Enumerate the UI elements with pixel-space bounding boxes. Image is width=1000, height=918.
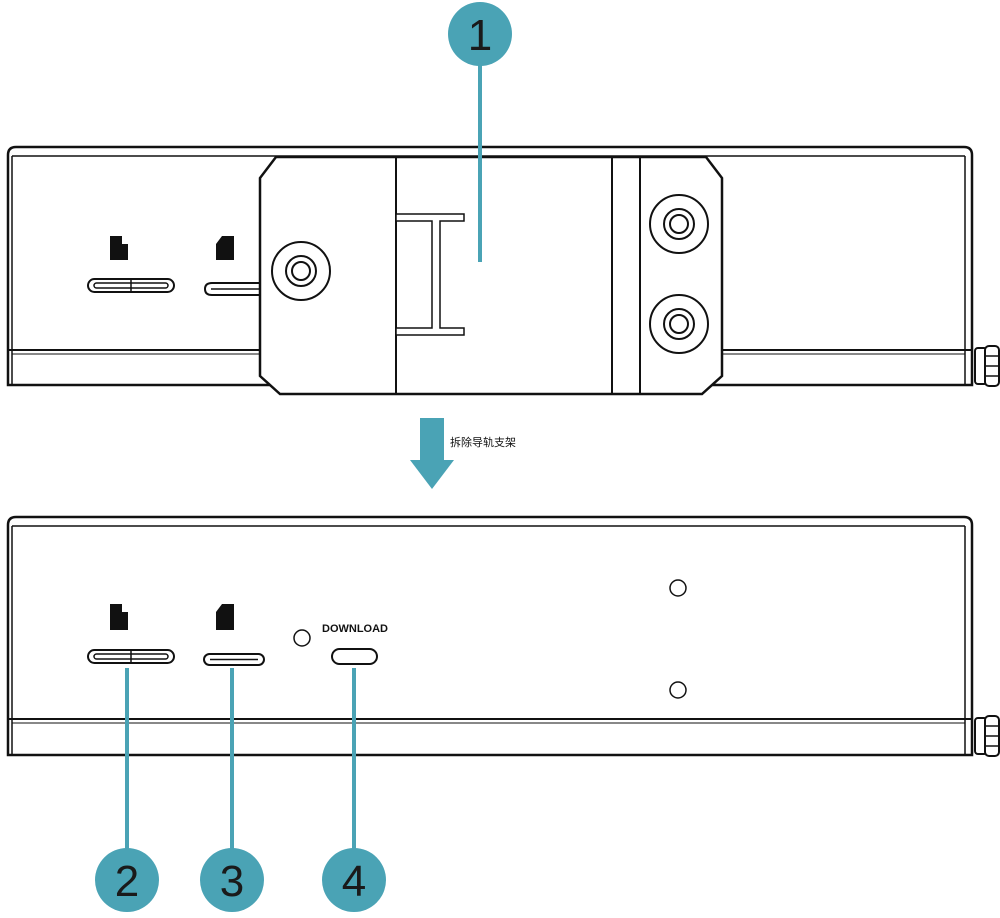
bracket-screw-right-bottom — [649, 294, 709, 354]
callout-2: 2 — [95, 668, 159, 912]
callout-4-badge — [322, 848, 386, 912]
download-label: DOWNLOAD — [322, 623, 388, 635]
bottom-sd-slot — [203, 653, 265, 666]
bottom-device-body — [6, 515, 974, 757]
top-device — [6, 145, 1000, 396]
rail-clip — [395, 213, 465, 336]
arrow-shaft — [420, 418, 444, 462]
top-side-screw — [974, 345, 1000, 387]
mount-hole-bottom — [669, 681, 687, 699]
callout-2-number: 2 — [115, 857, 139, 906]
arrow-head — [410, 460, 454, 489]
arrow-label: 拆除导轨支架 — [450, 435, 516, 449]
callout-3-number: 3 — [220, 857, 244, 906]
top-sd-icon — [216, 236, 234, 260]
top-microsd-slot — [87, 278, 175, 293]
bottom-device — [6, 515, 1000, 757]
callout-3: 3 — [200, 668, 264, 912]
callout-1: 1 — [448, 2, 512, 262]
callout-4: 4 — [322, 668, 386, 912]
callout-4-number: 4 — [342, 857, 366, 906]
bracket-screw-left — [271, 241, 331, 301]
bracket-outline — [258, 155, 724, 396]
top-sd-slot — [203, 282, 262, 296]
callout-2-badge — [95, 848, 159, 912]
bottom-microsd-icon — [110, 604, 128, 630]
removal-arrow: 拆除导轨支架 — [410, 418, 516, 489]
callout-1-number: 1 — [468, 11, 492, 60]
din-rail-bracket — [258, 155, 724, 396]
top-microsd-icon — [110, 236, 128, 260]
mount-hole-top — [669, 579, 687, 597]
bottom-side-screw — [974, 715, 1000, 757]
download-port — [331, 648, 378, 665]
indicator-led-hole — [293, 629, 311, 647]
callout-3-badge — [200, 848, 264, 912]
callout-1-badge — [448, 2, 512, 66]
bottom-microsd-slot — [87, 649, 175, 664]
bottom-sd-icon — [216, 604, 234, 630]
bracket-screw-right-top — [649, 194, 709, 254]
